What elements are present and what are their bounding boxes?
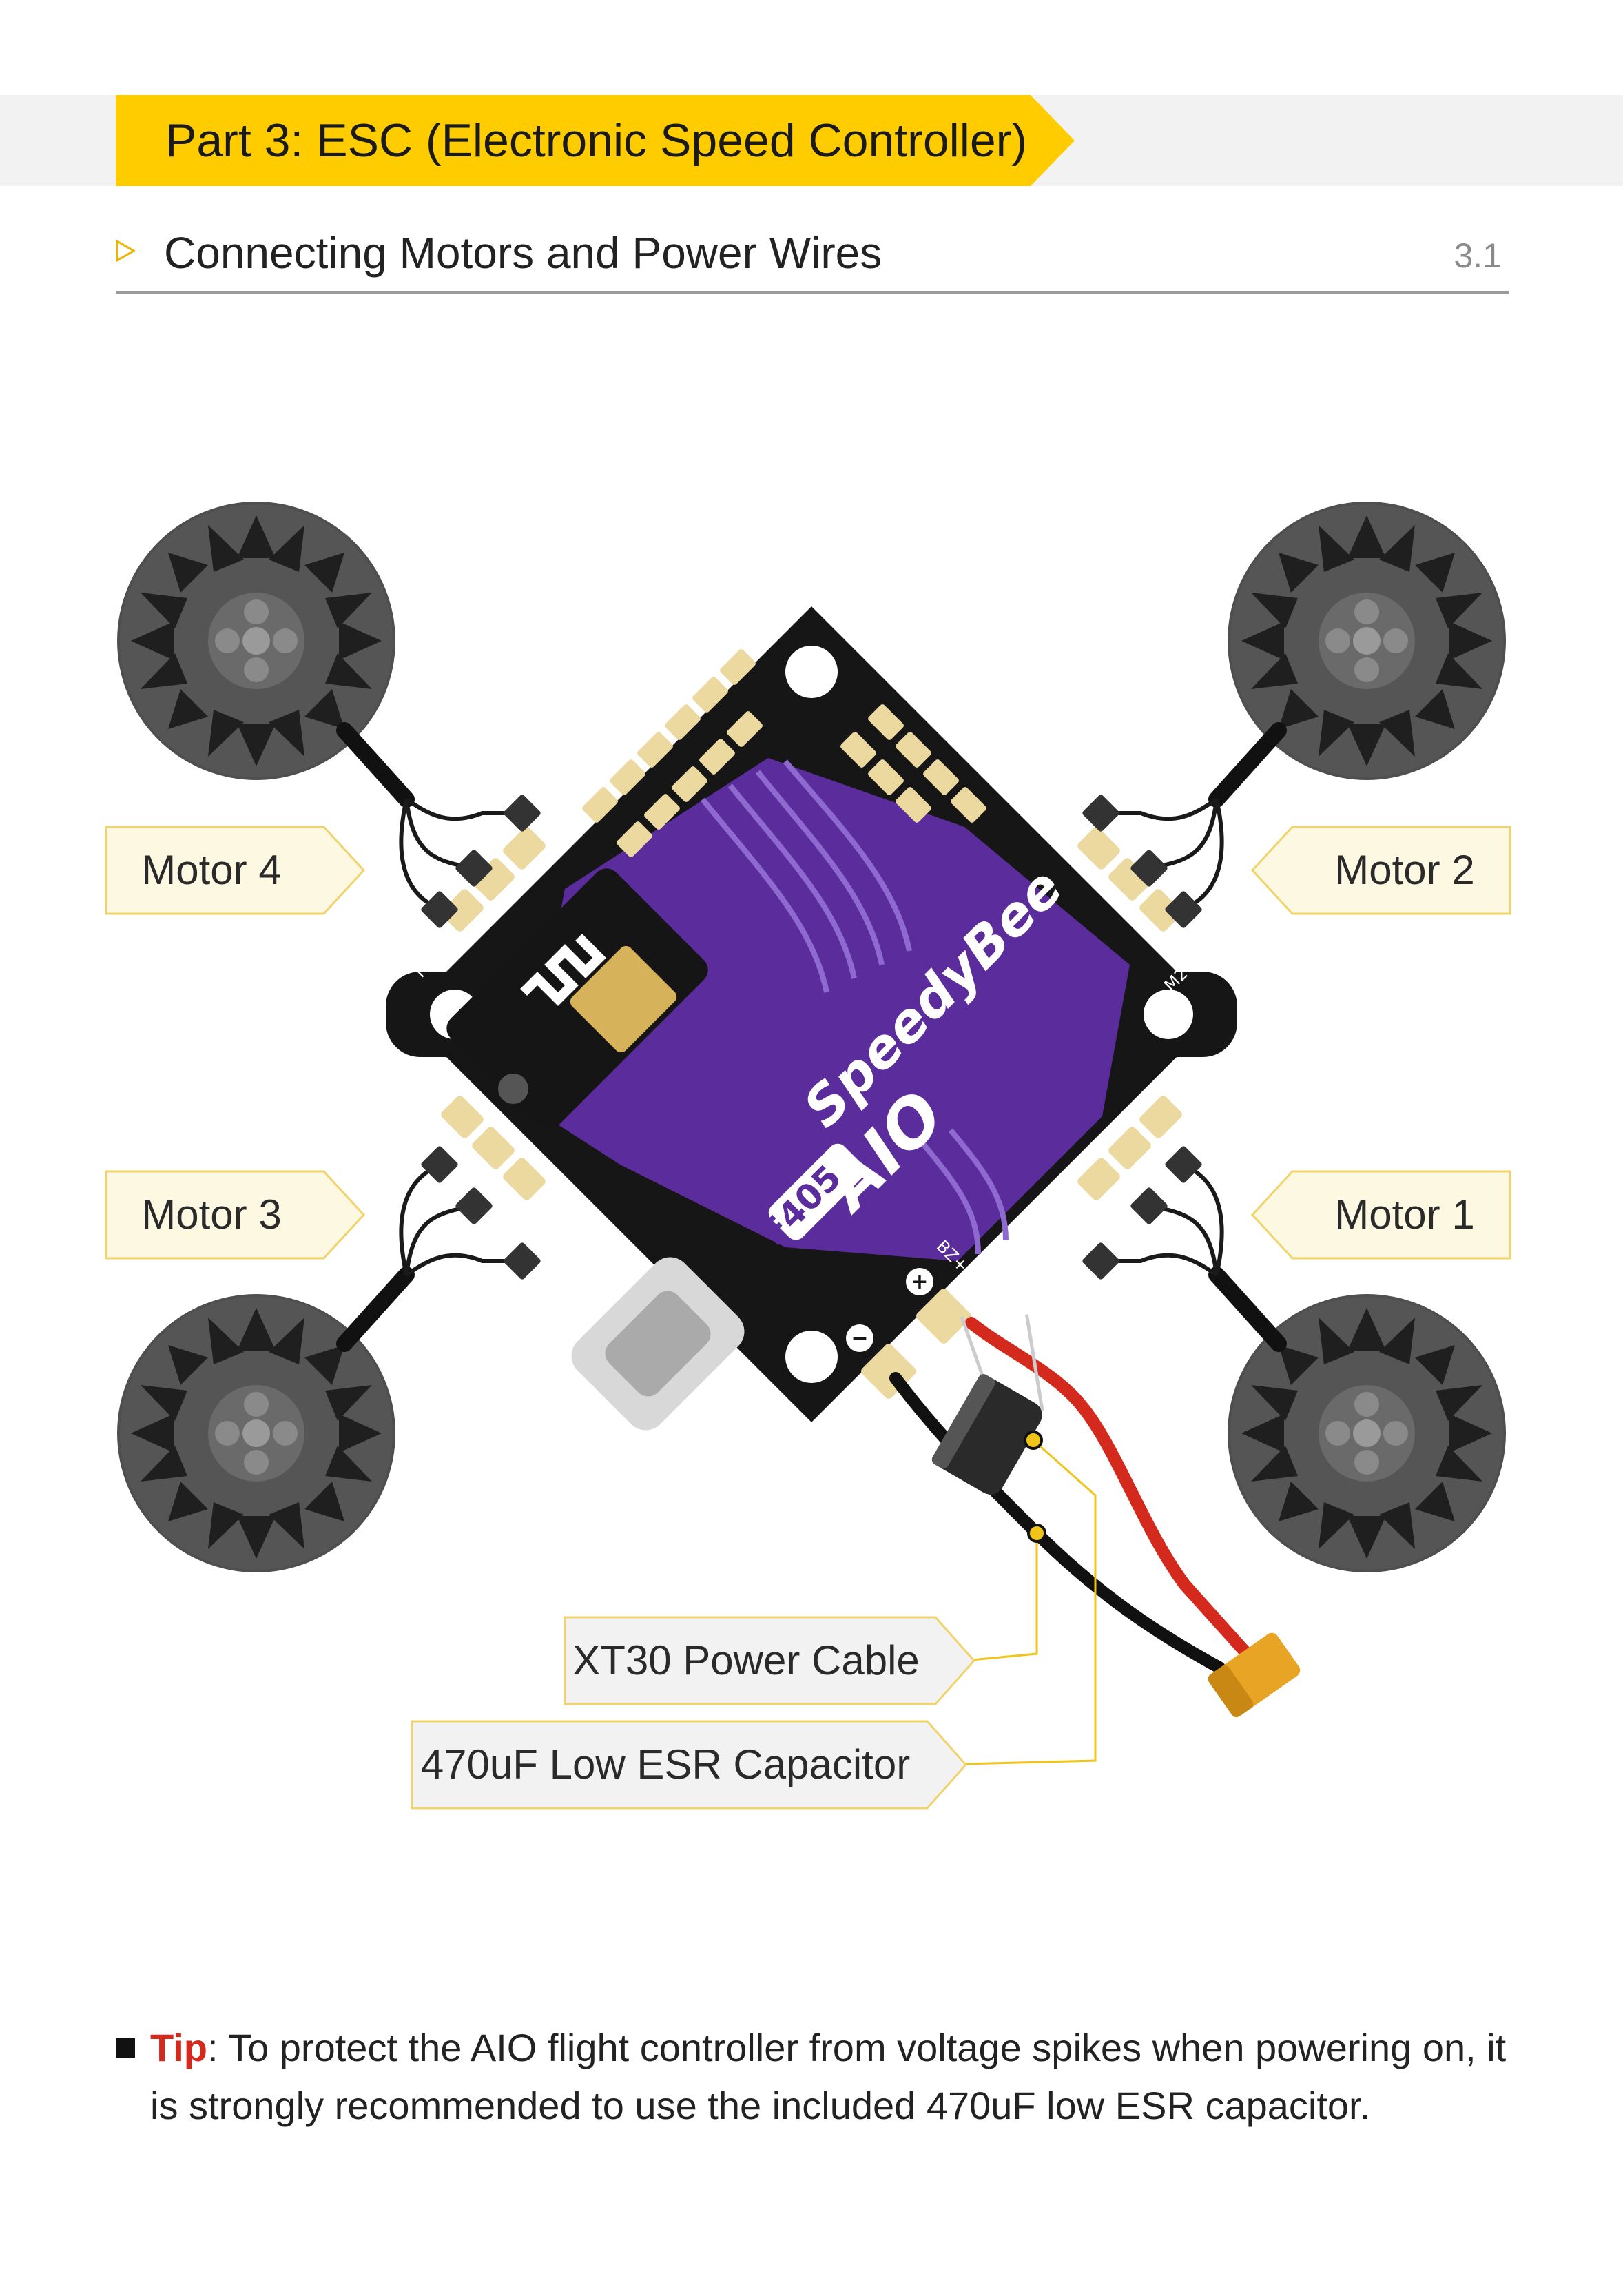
pad-label-m3: M3 bbox=[409, 1078, 440, 1109]
header-tag: Part 3: ESC (Electronic Speed Controller… bbox=[116, 95, 1075, 186]
tip-note: Tip: To protect the AIO flight controlle… bbox=[116, 2019, 1535, 2135]
plus-sign: + bbox=[911, 1270, 928, 1294]
xt30-label: XT30 Power Cable bbox=[572, 1637, 920, 1683]
motor-3-label: Motor 3 bbox=[141, 1191, 282, 1238]
capacitor-label: 470uF Low ESR Capacitor bbox=[420, 1741, 911, 1787]
minus-sign: − bbox=[851, 1326, 868, 1351]
section-number: 3.1 bbox=[1454, 236, 1502, 275]
tip-bullet-icon bbox=[116, 2038, 135, 2058]
pad-label-bat: BAT bbox=[714, 1426, 750, 1462]
capacitor bbox=[931, 1314, 1044, 1495]
section-divider bbox=[116, 291, 1509, 294]
xt30-plug bbox=[1208, 1632, 1301, 1718]
tip-label: Tip bbox=[150, 2026, 207, 2069]
flight-controller-board: SpeedyBee AIO F405 bbox=[386, 606, 1237, 1462]
motor-4-label: Motor 4 bbox=[141, 847, 282, 893]
motor-4-callout: Motor 4 bbox=[105, 826, 366, 915]
tip-text-block: Tip: To protect the AIO flight controlle… bbox=[150, 2019, 1535, 2135]
section-title: Connecting Motors and Power Wires bbox=[164, 228, 882, 278]
xt30-callout: XT30 Power Cable bbox=[564, 1616, 977, 1705]
header-tag-shape bbox=[116, 95, 1075, 186]
motor-1-callout: Motor 1 bbox=[1250, 1170, 1511, 1260]
tip-text: : To protect the AIO flight controller f… bbox=[150, 2026, 1507, 2127]
motor-1-label: Motor 1 bbox=[1334, 1191, 1475, 1238]
motor-2-callout: Motor 2 bbox=[1250, 826, 1511, 915]
pad-label-g: G bbox=[823, 1417, 845, 1439]
pad-label-bz-minus: BZ- bbox=[982, 1264, 1016, 1298]
motor-2-label: Motor 2 bbox=[1334, 847, 1475, 893]
section-triangle-icon bbox=[116, 240, 135, 262]
page-title: Part 3: ESC (Electronic Speed Controller… bbox=[165, 114, 1027, 167]
capacitor-callout: 470uF Low ESR Capacitor bbox=[411, 1720, 969, 1810]
motor-3-callout: Motor 3 bbox=[105, 1170, 366, 1260]
